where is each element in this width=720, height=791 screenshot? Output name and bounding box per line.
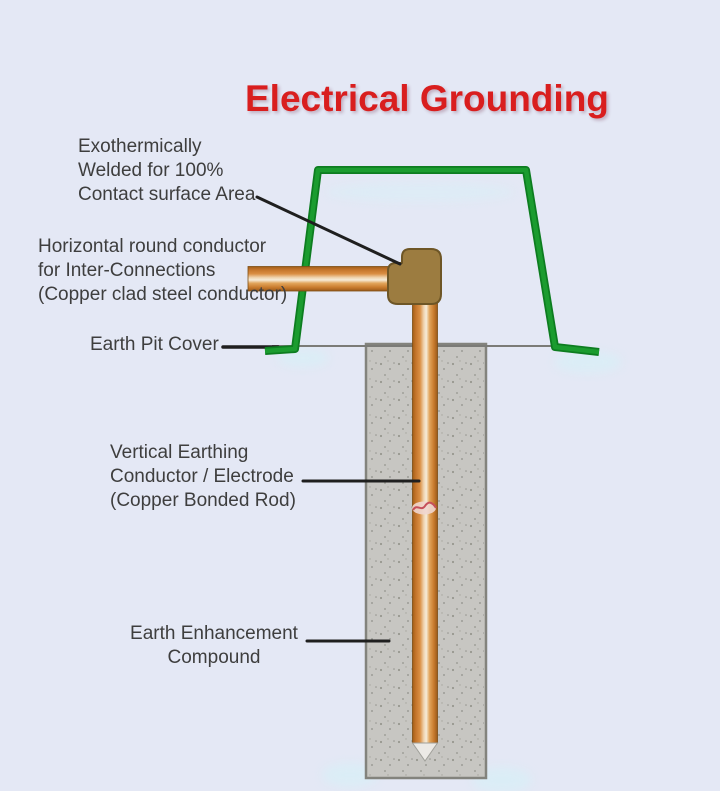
label-horizontal-conductor: Horizontal round conductor for Inter-Con…	[38, 236, 288, 305]
label-earth-enhancement: Earth Enhancement Compound	[130, 623, 298, 668]
leader-exothermic-weld	[255, 195, 402, 266]
weld-connector	[387, 248, 442, 305]
vertical-rod	[412, 299, 438, 744]
background-glow	[277, 182, 622, 791]
rod-tip	[411, 742, 439, 762]
page-title: Electrical Grounding	[245, 78, 609, 119]
label-vertical-conductor: Vertical Earthing Conductor / Electrode …	[110, 442, 296, 511]
label-exothermic-weld: Exothermically Welded for 100% Contact s…	[78, 136, 256, 205]
rod-coupling-mark	[412, 501, 437, 515]
earth-pit-cover-outline	[264, 167, 600, 355]
label-earth-pit-cover: Earth Pit Cover	[90, 334, 219, 355]
